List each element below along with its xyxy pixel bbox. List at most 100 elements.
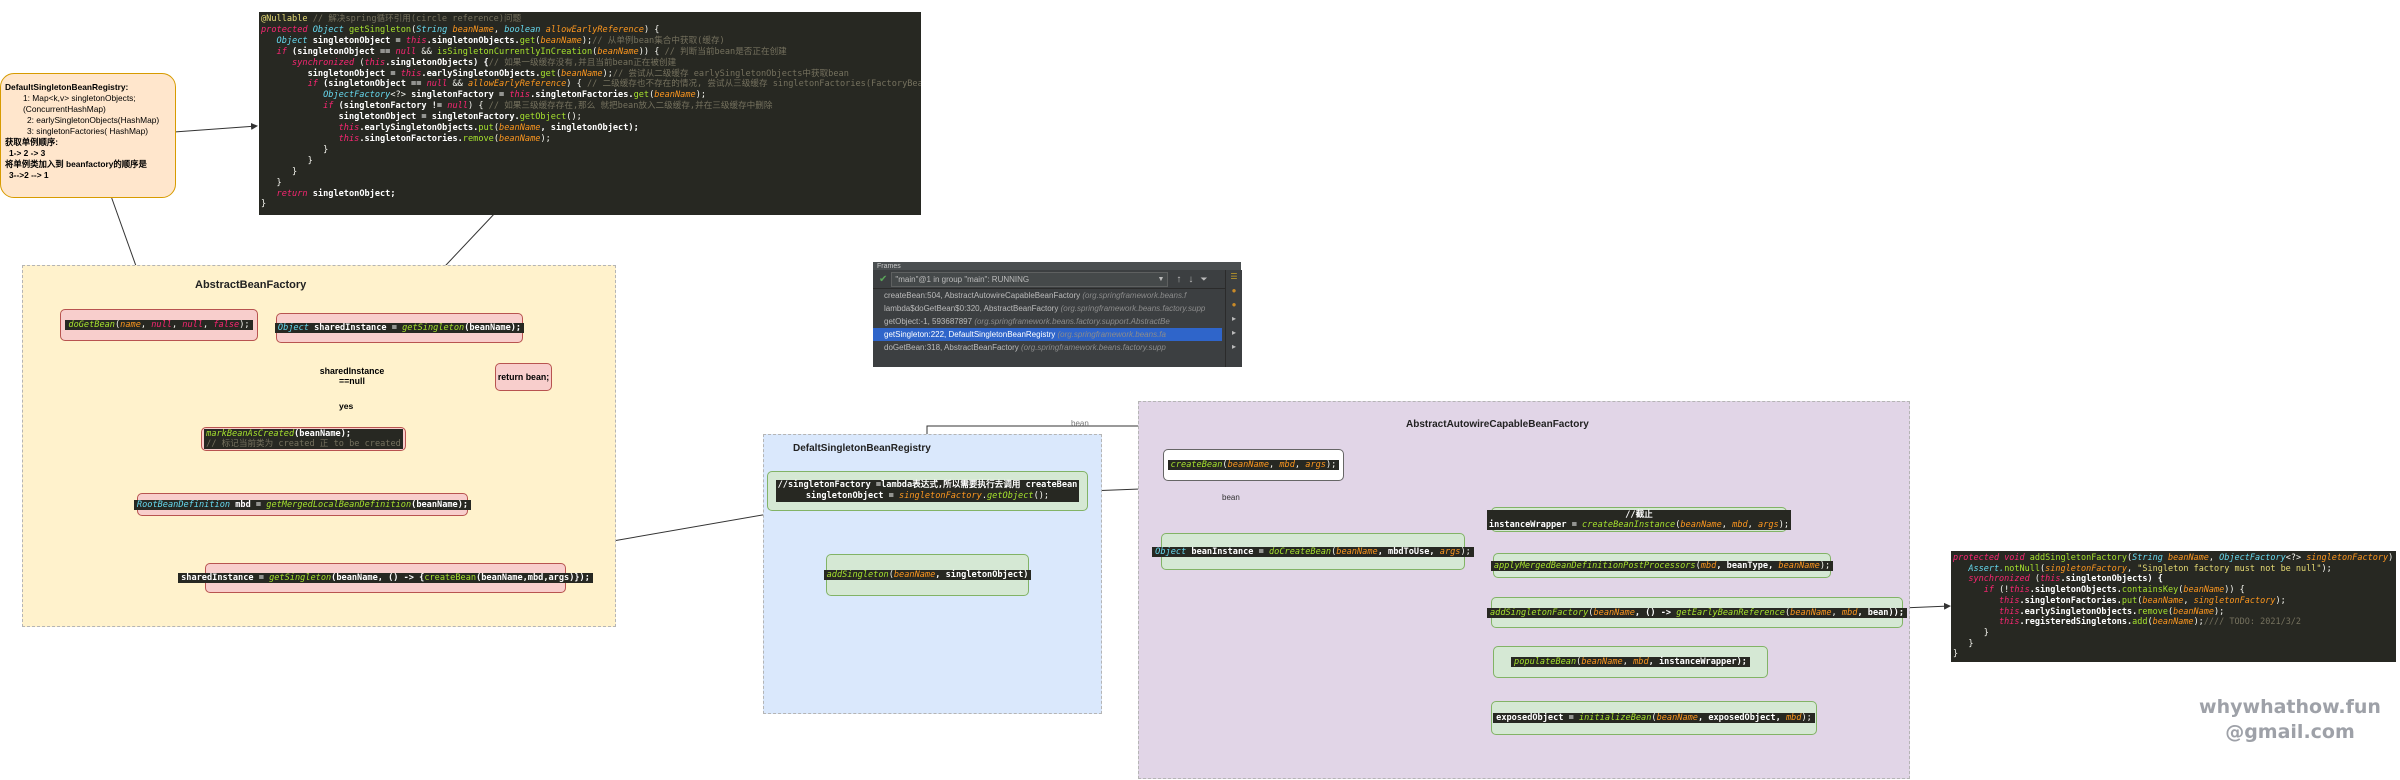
code-token: beanName <box>1790 607 1832 618</box>
frame-row[interactable]: lambda$doGetBean$0:320, AbstractBeanFact… <box>873 302 1222 315</box>
pause-icon[interactable]: ▸ <box>1231 314 1236 323</box>
populate-bean-node[interactable]: populateBean(beanName, mbd, instanceWrap… <box>1493 646 1768 678</box>
frame-row[interactable]: doGetBean:318, AbstractBeanFactory (org.… <box>873 341 1222 354</box>
code-line: } <box>1953 639 2394 650</box>
code-token: sharedInstance = <box>314 323 403 333</box>
frame-row[interactable]: getObject:-1, 593687897 (org.springframe… <box>873 315 1222 328</box>
code-token: mbd <box>1785 713 1802 723</box>
code-token: ( <box>493 123 500 134</box>
code-token: beanName <box>654 90 696 101</box>
arrow-down-icon[interactable]: ↓ <box>1188 273 1194 285</box>
get-singleton-code-block: @Nullable // 解决spring循环引用(circle referen… <box>259 12 921 215</box>
code-token: add <box>2132 617 2148 628</box>
code-token: (beanName); <box>464 323 522 333</box>
thread-label: "main"@1 in group "main": RUNNING <box>895 274 1030 284</box>
code-token: this <box>1953 617 2020 628</box>
code-token: ( <box>649 90 655 101</box>
frames-header-label: Frames <box>877 262 901 270</box>
frame-class: (org.springframework.beans.factory.supp <box>1020 343 1166 352</box>
do-get-bean-code: doGetBean(name, null, null, false); <box>65 320 253 330</box>
frame-row[interactable]: createBean:504, AbstractAutowireCapableB… <box>873 289 1222 302</box>
code-token: ); <box>2275 595 2286 606</box>
play-icon[interactable]: ● <box>1231 286 1237 295</box>
populate-bean-code: populateBean(beanName, mbd, instanceWrap… <box>1511 657 1750 667</box>
cache-order-note: DefaultSingletonBeanRegistry: 1: Map<k,v… <box>0 73 176 198</box>
code-token: null <box>426 79 448 90</box>
initialize-bean-node[interactable]: exposedObject = initializeBean(beanName,… <box>1491 701 1817 735</box>
frame-row[interactable]: getSingleton:222, DefaultSingletonBeanRe… <box>873 328 1222 341</box>
add-singleton-node[interactable]: addSingleton(beanName, singletonObject) <box>823 554 1032 596</box>
frame-method: doGetBean:318, AbstractBeanFactory <box>884 343 1019 352</box>
code-token: false <box>213 320 240 330</box>
singleton-factory-get-object-node[interactable]: //singletonFactory =lambda表达式,所以需要执行去调用 … <box>767 471 1088 511</box>
shared-instance-lambda-node[interactable]: sharedInstance = getSingleton(beanName, … <box>178 563 593 593</box>
code-token: beanName <box>2173 606 2215 617</box>
code-token: singletonFactory = <box>411 90 510 101</box>
code-token: .singletonObjects. <box>426 35 520 46</box>
code-token: put <box>478 123 494 134</box>
thread-select[interactable]: "main"@1 in group "main": RUNNING ▼ <box>891 271 1169 287</box>
code-token: , <box>1622 657 1634 667</box>
code-token: .singletonFactories. <box>359 133 463 144</box>
apply-post-processors-node[interactable]: applyMergedBeanDefinitionPostProcessors(… <box>1490 553 1834 578</box>
frame-method: getObject:-1, 593687897 <box>884 317 973 326</box>
code-token: null <box>447 101 468 112</box>
code-token: mbd <box>1633 657 1649 667</box>
code-token: .registeredSingletons. <box>2019 617 2133 628</box>
code-line: } <box>261 167 919 178</box>
do-create-bean-node[interactable]: Object beanInstance = doCreateBean(beanN… <box>1152 533 1474 570</box>
code-line: synchronized (this.singletonObjects) {//… <box>261 58 919 69</box>
code-line: synchronized (this.singletonObjects) { <box>1953 574 2394 585</box>
layout-icon[interactable]: ☰ <box>1230 272 1238 281</box>
note-line-1: 1: Map<k,v> singletonObjects; <box>23 93 136 103</box>
code-token: beanName <box>2142 595 2184 606</box>
code-token: (singletonObject == <box>323 79 427 90</box>
return-bean-node[interactable]: return bean; <box>495 363 552 391</box>
bean-edge-label-top: bean <box>1071 419 1089 428</box>
code-token: ( <box>535 35 541 46</box>
code-token: this <box>400 68 422 79</box>
code-token: beanName <box>1581 657 1623 667</box>
code-token: markBeanAsCreated <box>206 429 295 439</box>
code-token: beanName <box>2183 585 2225 596</box>
filter-icon[interactable]: ⏷ <box>1200 273 1208 284</box>
stop-icon[interactable]: ▸ <box>1231 328 1236 337</box>
code-token: beanName <box>1680 519 1722 530</box>
code-token: String <box>2132 553 2168 563</box>
code-token: instanceWrapper = <box>1488 519 1583 530</box>
mark-bean-as-created-node[interactable]: markBeanAsCreated(beanName); // 标记当前类为 c… <box>201 427 406 451</box>
shared-instance-get-singleton-node[interactable]: Object sharedInstance = getSingleton(bea… <box>274 313 525 343</box>
frame-class: (org.springframework.beans.fa <box>1057 330 1166 339</box>
code-token: ) { <box>467 101 489 112</box>
step-icon[interactable]: ● <box>1231 300 1237 309</box>
merged-bean-definition-node[interactable]: RootBeanDefinition mbd = getMergedLocalB… <box>133 493 472 516</box>
code-token: ) { <box>2388 553 2394 563</box>
arrow-up-icon[interactable]: ↑ <box>1176 273 1182 285</box>
code-token: , () -> <box>1634 607 1677 618</box>
code-token: , <box>2127 563 2138 574</box>
code-line: if (singletonObject == null && allowEarl… <box>261 79 921 90</box>
add-singleton-code: addSingleton(beanName, singletonObject) <box>823 570 1032 580</box>
check-icon: ✔ <box>879 273 888 285</box>
code-token: getEarlyBeanReference <box>1676 607 1785 618</box>
code-token: // 尝试从二级缓存 earlySingletonObjects中获取bean <box>612 68 849 79</box>
frames-side-toolbar: ☰ ● ● ▸ ▸ ▸ <box>1225 270 1242 367</box>
code-token: singletonObject = <box>312 35 406 46</box>
code-token: beanName <box>1593 607 1635 618</box>
add-singleton-factory-node[interactable]: addSingletonFactory(beanName, () -> getE… <box>1486 597 1908 628</box>
code-token: (beanName, () -> { <box>331 573 425 583</box>
code-token: singletonFactory <box>2193 595 2276 606</box>
add-singleton-factory-code: addSingletonFactory(beanName, () -> getE… <box>1486 607 1908 618</box>
code-token: createBeanInstance <box>1582 519 1676 530</box>
do-get-bean-node[interactable]: doGetBean(name, null, null, false); <box>60 309 258 341</box>
code-token: ); <box>2193 617 2204 628</box>
chevron-down-icon: ▼ <box>1157 275 1165 283</box>
resume-icon[interactable]: ▸ <box>1231 342 1236 351</box>
code-token: (beanName); <box>411 499 469 510</box>
code-token: ); <box>1460 546 1471 557</box>
code-token: addSingletonFactory <box>1489 607 1589 618</box>
create-bean-node[interactable]: createBean(beanName, mbd, args); <box>1163 449 1344 481</box>
code-token: ); <box>1325 460 1337 470</box>
code-token: initializeBean <box>1578 713 1652 723</box>
